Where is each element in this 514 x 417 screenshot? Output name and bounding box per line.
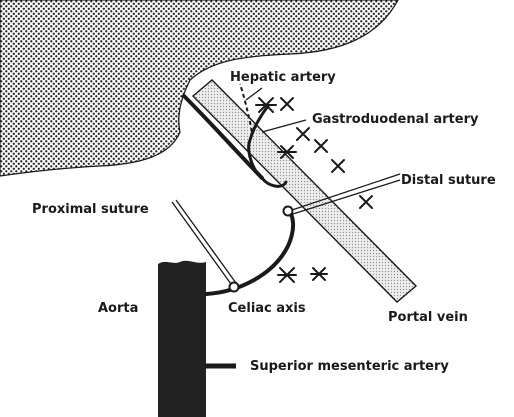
distal-suture-knot	[284, 207, 293, 216]
label-celiac-axis: Celiac axis	[228, 301, 306, 316]
label-portal-vein: Portal vein	[388, 310, 468, 325]
label-distal-suture: Distal suture	[401, 173, 496, 188]
liver	[0, 0, 398, 176]
label-hepatic-artery: Hepatic artery	[230, 70, 336, 85]
label-gastroduodenal-artery: Gastroduodenal artery	[312, 112, 479, 127]
label-proximal-suture: Proximal suture	[32, 202, 149, 217]
label-superior-mesenteric-artery: Superior mesenteric artery	[250, 359, 449, 374]
label-aorta: Aorta	[98, 301, 138, 316]
aorta	[158, 261, 206, 417]
